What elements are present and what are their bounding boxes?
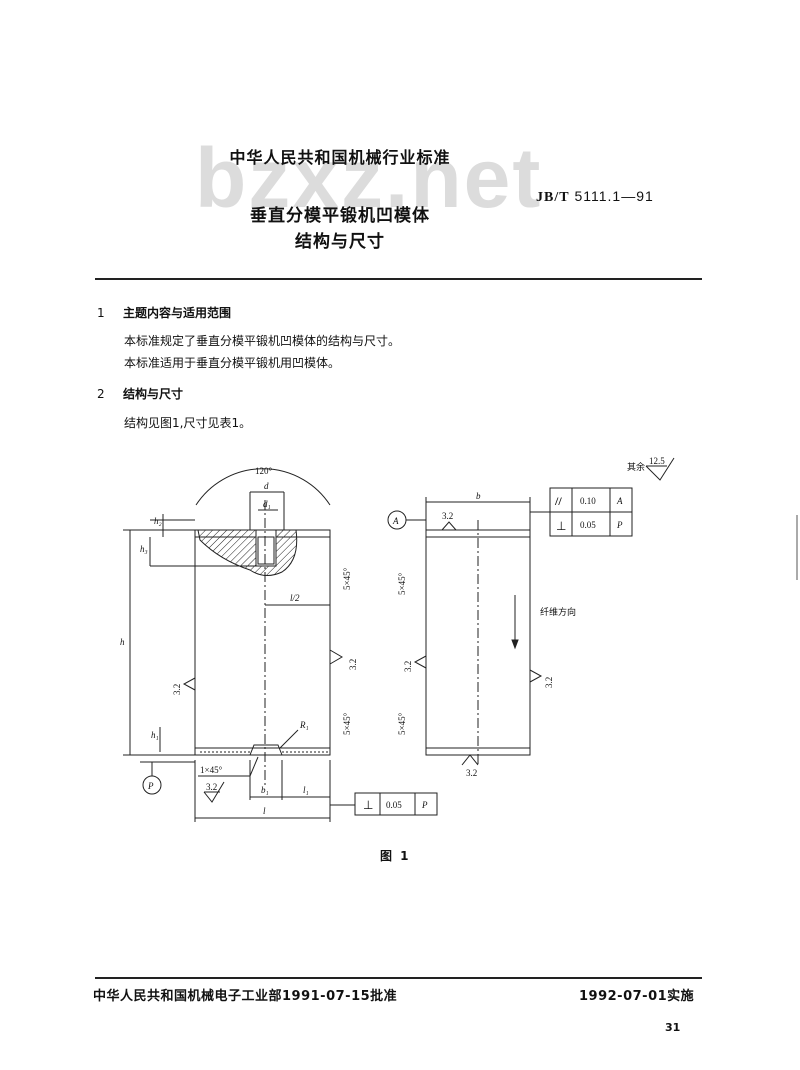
svg-text:h₁: h₁ bbox=[151, 730, 159, 740]
paragraph: 本标准适用于垂直分模平锻机用凹模体。 bbox=[124, 356, 341, 370]
figure-caption: 图 1 bbox=[380, 849, 411, 863]
svg-text:l: l bbox=[263, 806, 266, 816]
svg-text:h: h bbox=[120, 637, 125, 647]
section-heading-2: 2 结构与尺寸 bbox=[97, 385, 183, 402]
paragraph: 本标准规定了垂直分模平锻机凹模体的结构与尺寸。 bbox=[124, 334, 401, 348]
svg-text:R₁: R₁ bbox=[299, 720, 309, 730]
fiber-direction-label: 纤维方向 bbox=[540, 606, 576, 617]
svg-text:3.2: 3.2 bbox=[466, 768, 477, 778]
page-number: 31 bbox=[665, 1021, 681, 1034]
svg-text:3.2: 3.2 bbox=[206, 782, 217, 792]
svg-text:⊥: ⊥ bbox=[363, 798, 373, 812]
svg-text:3.2: 3.2 bbox=[544, 677, 554, 688]
svg-text:5×45°: 5×45° bbox=[342, 712, 352, 735]
section-title: 结构与尺寸 bbox=[123, 387, 184, 401]
paragraph: 结构见图1,尺寸见表1。 bbox=[124, 416, 252, 430]
svg-text:⊥: ⊥ bbox=[556, 519, 566, 533]
svg-text:1×45°: 1×45° bbox=[200, 765, 223, 775]
document-title: 垂直分模平锻机凹模体 bbox=[250, 206, 430, 226]
svg-text:0.05: 0.05 bbox=[386, 800, 402, 810]
tolerance-frame-bottom: ⊥ 0.05 P bbox=[354, 792, 438, 816]
svg-text:0.10: 0.10 bbox=[580, 496, 596, 506]
side-view: b A 3.2 5×45° 5×45° 3.2 3.2 3.2 纤维方向 bbox=[387, 487, 633, 778]
svg-text:120°: 120° bbox=[255, 466, 273, 476]
section-number: 1 bbox=[97, 306, 105, 320]
svg-text:A: A bbox=[392, 516, 399, 526]
standard-number: JB/T 5111.1—91 bbox=[536, 188, 654, 206]
issuing-organization: 中华人民共和国机械行业标准 bbox=[229, 148, 451, 167]
svg-text:5×45°: 5×45° bbox=[342, 567, 352, 590]
document-subtitle: 结构与尺寸 bbox=[295, 232, 385, 252]
approval-text: 中华人民共和国机械电子工业部1991-07-15批准 bbox=[93, 989, 398, 1004]
svg-text:l/2: l/2 bbox=[290, 593, 300, 603]
svg-text://: // bbox=[554, 494, 562, 508]
header-divider bbox=[95, 278, 702, 280]
roughness-other-symbol: 其余 12.5 bbox=[627, 456, 675, 481]
tolerance-frame-right: // 0.10 A ⊥ 0.05 P bbox=[549, 487, 633, 537]
svg-text:5×45°: 5×45° bbox=[397, 712, 407, 735]
section-title: 主题内容与适用范围 bbox=[123, 306, 232, 320]
figure-1-drawing: 其余 12.5 120° d d₁ h bbox=[120, 456, 798, 822]
svg-text:b₁: b₁ bbox=[261, 785, 269, 795]
implementation-date: 1992-07-01实施 bbox=[579, 989, 695, 1004]
watermark: bzxz.net bbox=[195, 131, 543, 225]
svg-text:P: P bbox=[147, 781, 154, 791]
standard-code: 5111.1—91 bbox=[574, 188, 654, 204]
standard-prefix: JB/T bbox=[536, 190, 570, 205]
footer-divider bbox=[95, 977, 702, 979]
svg-text:P: P bbox=[421, 800, 428, 810]
svg-text:d₁: d₁ bbox=[263, 499, 271, 509]
section-number: 2 bbox=[97, 387, 105, 401]
svg-text:h₂: h₂ bbox=[154, 516, 162, 526]
svg-text:3.2: 3.2 bbox=[442, 511, 453, 521]
svg-text:其余: 其余 bbox=[627, 461, 645, 472]
svg-text:d: d bbox=[264, 481, 269, 491]
svg-text:P: P bbox=[616, 520, 623, 530]
svg-text:b: b bbox=[476, 491, 481, 501]
svg-text:12.5: 12.5 bbox=[649, 456, 665, 466]
svg-text:0.05: 0.05 bbox=[580, 520, 596, 530]
svg-text:3.2: 3.2 bbox=[403, 661, 413, 672]
svg-text:3.2: 3.2 bbox=[348, 659, 358, 670]
svg-text:5×45°: 5×45° bbox=[397, 572, 407, 595]
svg-text:A: A bbox=[616, 496, 623, 506]
svg-text:h₃: h₃ bbox=[140, 544, 148, 554]
front-view: 120° d d₁ h h₂ h₃ h₁ bbox=[120, 466, 438, 822]
svg-text:l₁: l₁ bbox=[303, 785, 309, 795]
svg-text:3.2: 3.2 bbox=[172, 684, 182, 695]
section-heading-1: 1 主题内容与适用范围 bbox=[97, 304, 231, 321]
